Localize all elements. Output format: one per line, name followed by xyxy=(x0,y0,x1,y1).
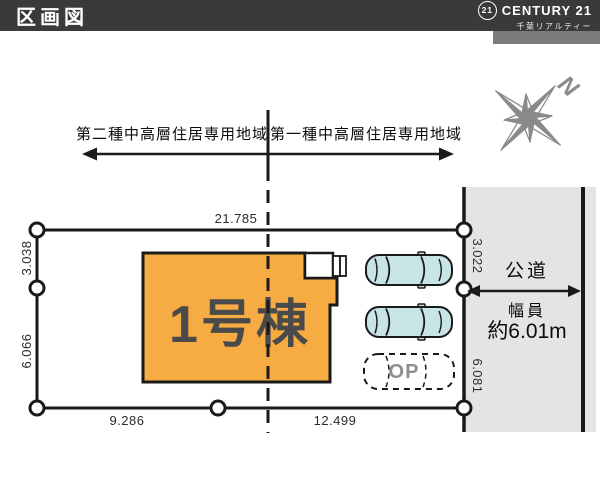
header-accent-strip xyxy=(493,31,600,44)
zone-arrowhead-right-icon xyxy=(439,147,454,161)
lot-dimensions: 21.785 3.038 6.066 9.286 12.499 3.022 6.… xyxy=(19,211,485,428)
dim-right-lower: 6.081 xyxy=(470,358,485,393)
road-arrowhead-left-icon xyxy=(467,285,480,297)
dim-top: 21.785 xyxy=(215,211,258,226)
road-name: 公道 xyxy=(505,260,549,282)
op-label: OP xyxy=(389,361,420,383)
brand-name: CENTURY 21 xyxy=(501,2,592,18)
boundary-marker xyxy=(209,399,227,417)
entrance-step-1 xyxy=(332,255,341,277)
boundary-marker xyxy=(455,399,473,417)
boundary-markers xyxy=(28,221,473,417)
building-1: 1号棟 xyxy=(141,251,347,384)
boundary-marker xyxy=(455,221,473,239)
century21-circle-icon: 21 xyxy=(477,0,497,20)
road-area xyxy=(464,187,596,432)
entrance-step-2 xyxy=(339,255,347,277)
boundary-marker xyxy=(28,221,46,239)
boundary-marker xyxy=(455,280,473,298)
header-bar: 区画図 21 CENTURY 21 千葉リアルティー xyxy=(0,0,600,31)
car-top-view-2 xyxy=(365,303,453,341)
north-label: N xyxy=(553,71,584,103)
dim-bottom-left: 9.286 xyxy=(109,413,144,428)
optional-parking-car: OP xyxy=(363,353,455,390)
road-arrowhead-right-icon xyxy=(568,285,581,297)
brand-subtitle: 千葉リアルティー xyxy=(516,21,592,31)
zone-label-left: 第二種中高層住居専用地域 xyxy=(76,125,268,143)
building-porch xyxy=(303,251,335,280)
boundary-marker xyxy=(28,399,46,417)
dim-bottom-right: 12.499 xyxy=(314,413,357,428)
op-car-outline xyxy=(363,353,455,390)
road-width-caption: 幅員 xyxy=(508,302,546,320)
compass-rose-icon xyxy=(495,85,561,151)
page-title: 区画図 xyxy=(16,5,88,29)
century21-logo: 21 CENTURY 21 千葉リアルティー xyxy=(477,0,592,31)
car-top-view-1 xyxy=(365,251,453,289)
zoning-annotation: 第二種中高層住居専用地域 第一種中高層住居専用地域 xyxy=(76,125,462,161)
road-annotation: 公道 幅員 約6.01m xyxy=(467,260,581,343)
zone-arrowhead-left-icon xyxy=(82,147,97,161)
road-width-value: 約6.01m xyxy=(487,320,566,343)
dim-left-lower: 6.066 xyxy=(19,333,34,368)
zone-label-right: 第一種中高層住居専用地域 xyxy=(270,125,462,143)
dim-left-upper: 3.038 xyxy=(19,240,34,275)
road-surface xyxy=(464,187,596,432)
building-label: 1号棟 xyxy=(169,296,311,354)
boundary-marker xyxy=(28,279,46,297)
dim-right-upper: 3.022 xyxy=(470,238,485,273)
